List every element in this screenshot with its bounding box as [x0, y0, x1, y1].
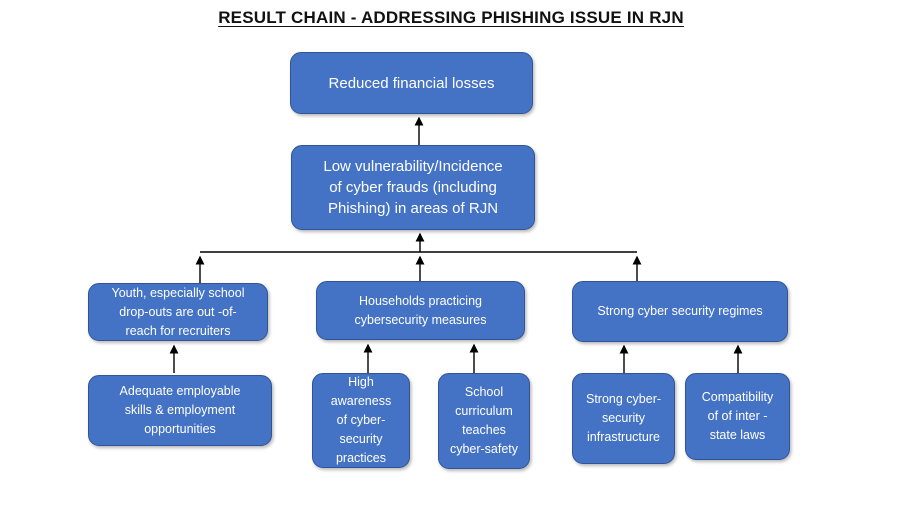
page-title: RESULT CHAIN - ADDRESSING PHISHING ISSUE… — [218, 8, 684, 27]
node-school-curriculum: School curriculum teaches cyber-safety — [438, 373, 530, 469]
node-employable-skills: Adequate employable skills & employment … — [88, 375, 272, 446]
node-youth-out-of-reach: Youth, especially school drop-outs are o… — [88, 283, 268, 341]
node-cyber-awareness: High awareness of cyber- security practi… — [312, 373, 410, 468]
node-low-vulnerability: Low vulnerability/Incidence of cyber fra… — [291, 145, 535, 230]
node-households-cybersecurity: Households practicing cybersecurity meas… — [316, 281, 525, 340]
node-reduced-financial-losses: Reduced financial losses — [290, 52, 533, 114]
node-interstate-law-compatibility: Compatibility of of inter - state laws — [685, 373, 790, 460]
node-cyber-security-regimes: Strong cyber security regimes — [572, 281, 788, 342]
node-cyber-infrastructure: Strong cyber- security infrastructure — [572, 373, 675, 464]
